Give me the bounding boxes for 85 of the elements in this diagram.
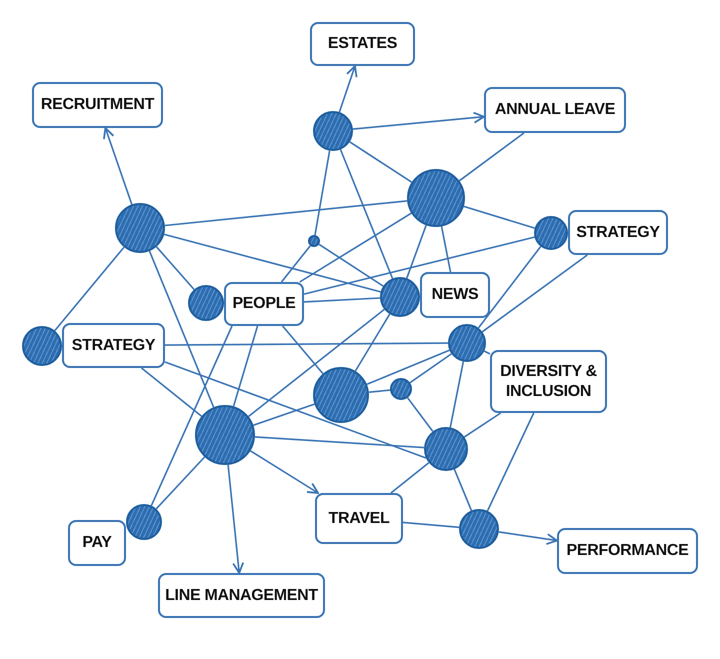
connector-line: [318, 244, 384, 287]
arrow: [338, 65, 358, 112]
label-box: [484, 87, 626, 133]
node-label: RECRUITMENT: [40, 95, 154, 115]
connector-line: [478, 246, 542, 328]
connector-line: [156, 456, 206, 510]
arrow: [498, 531, 558, 545]
connector-line: [464, 412, 502, 438]
label-box: [158, 573, 325, 618]
label-box: [420, 272, 490, 318]
hub-circle: [313, 367, 369, 423]
label-box: [315, 493, 403, 544]
arrow: [250, 450, 319, 494]
connector-line: [304, 297, 380, 303]
node-label: DIVERSITY & INCLUSION: [499, 362, 598, 401]
node-label: ESTATES: [328, 34, 398, 54]
connector-line: [165, 342, 448, 346]
connector-line: [486, 412, 534, 512]
label-box: [490, 350, 607, 413]
connector-line: [484, 350, 490, 355]
node-label: LINE MANAGEMENT: [165, 586, 318, 606]
hub-circle: [126, 504, 162, 540]
connector-line: [463, 206, 535, 229]
connector-line: [410, 353, 452, 384]
connector-line: [148, 250, 214, 408]
connector-line: [406, 397, 434, 432]
node-label: PEOPLE: [232, 294, 296, 314]
connector-line: [253, 403, 315, 426]
connector-line: [254, 436, 424, 448]
connector-line: [366, 349, 450, 386]
node-label: PAY: [82, 533, 112, 553]
label-box: [224, 282, 304, 326]
node-label: PERFORMANCE: [566, 541, 689, 561]
connector-line: [150, 326, 233, 506]
hub-circle: [390, 378, 412, 400]
label-box: [310, 22, 415, 66]
connector-line: [304, 236, 535, 295]
connector-line: [164, 200, 408, 226]
hub-circle: [115, 203, 165, 253]
label-box: [568, 210, 668, 255]
connector-line: [390, 462, 430, 494]
connector-line: [450, 361, 464, 428]
connector-line: [314, 150, 330, 236]
connector-line: [141, 367, 202, 417]
connector-line: [248, 308, 385, 418]
hub-circle: [534, 216, 568, 250]
connector-line: [340, 149, 394, 279]
connector-line: [54, 246, 125, 332]
connector-line: [232, 326, 258, 406]
node-label: NEWS: [432, 285, 478, 305]
hub-circle: [380, 277, 420, 317]
node-label: STRATEGY: [576, 222, 660, 242]
hub-circle: [459, 509, 499, 549]
node-label: STRATEGY: [72, 336, 156, 356]
arrow: [103, 127, 133, 205]
hub-circle: [313, 111, 353, 151]
hub-circle: [188, 285, 224, 321]
connector-line: [458, 132, 524, 182]
hub-circle: [308, 235, 320, 247]
hub-circle: [448, 324, 486, 362]
hub-circle: [22, 326, 62, 366]
connector-line: [406, 225, 427, 278]
label-box: [62, 323, 165, 368]
arrow: [352, 112, 485, 130]
connector-line: [349, 141, 412, 183]
connector-line: [164, 361, 426, 459]
hub-circle: [424, 427, 468, 471]
label-box: [32, 82, 163, 128]
connector-line: [156, 246, 195, 290]
arrow: [227, 464, 244, 574]
connector-line: [164, 234, 381, 293]
label-box: [68, 520, 126, 566]
connector-line: [440, 226, 452, 272]
connector-line: [280, 245, 311, 282]
connector-line: [402, 522, 460, 528]
connector-line: [299, 212, 412, 283]
connector-line: [354, 314, 390, 372]
node-label: TRAVEL: [328, 508, 390, 528]
node-label: ANNUAL LEAVE: [494, 100, 616, 120]
connector-line: [454, 469, 472, 511]
hub-circle: [195, 405, 255, 465]
connector-line: [282, 325, 324, 374]
label-box: [557, 528, 698, 574]
connector-line: [482, 254, 588, 332]
connector-line: [368, 389, 390, 393]
